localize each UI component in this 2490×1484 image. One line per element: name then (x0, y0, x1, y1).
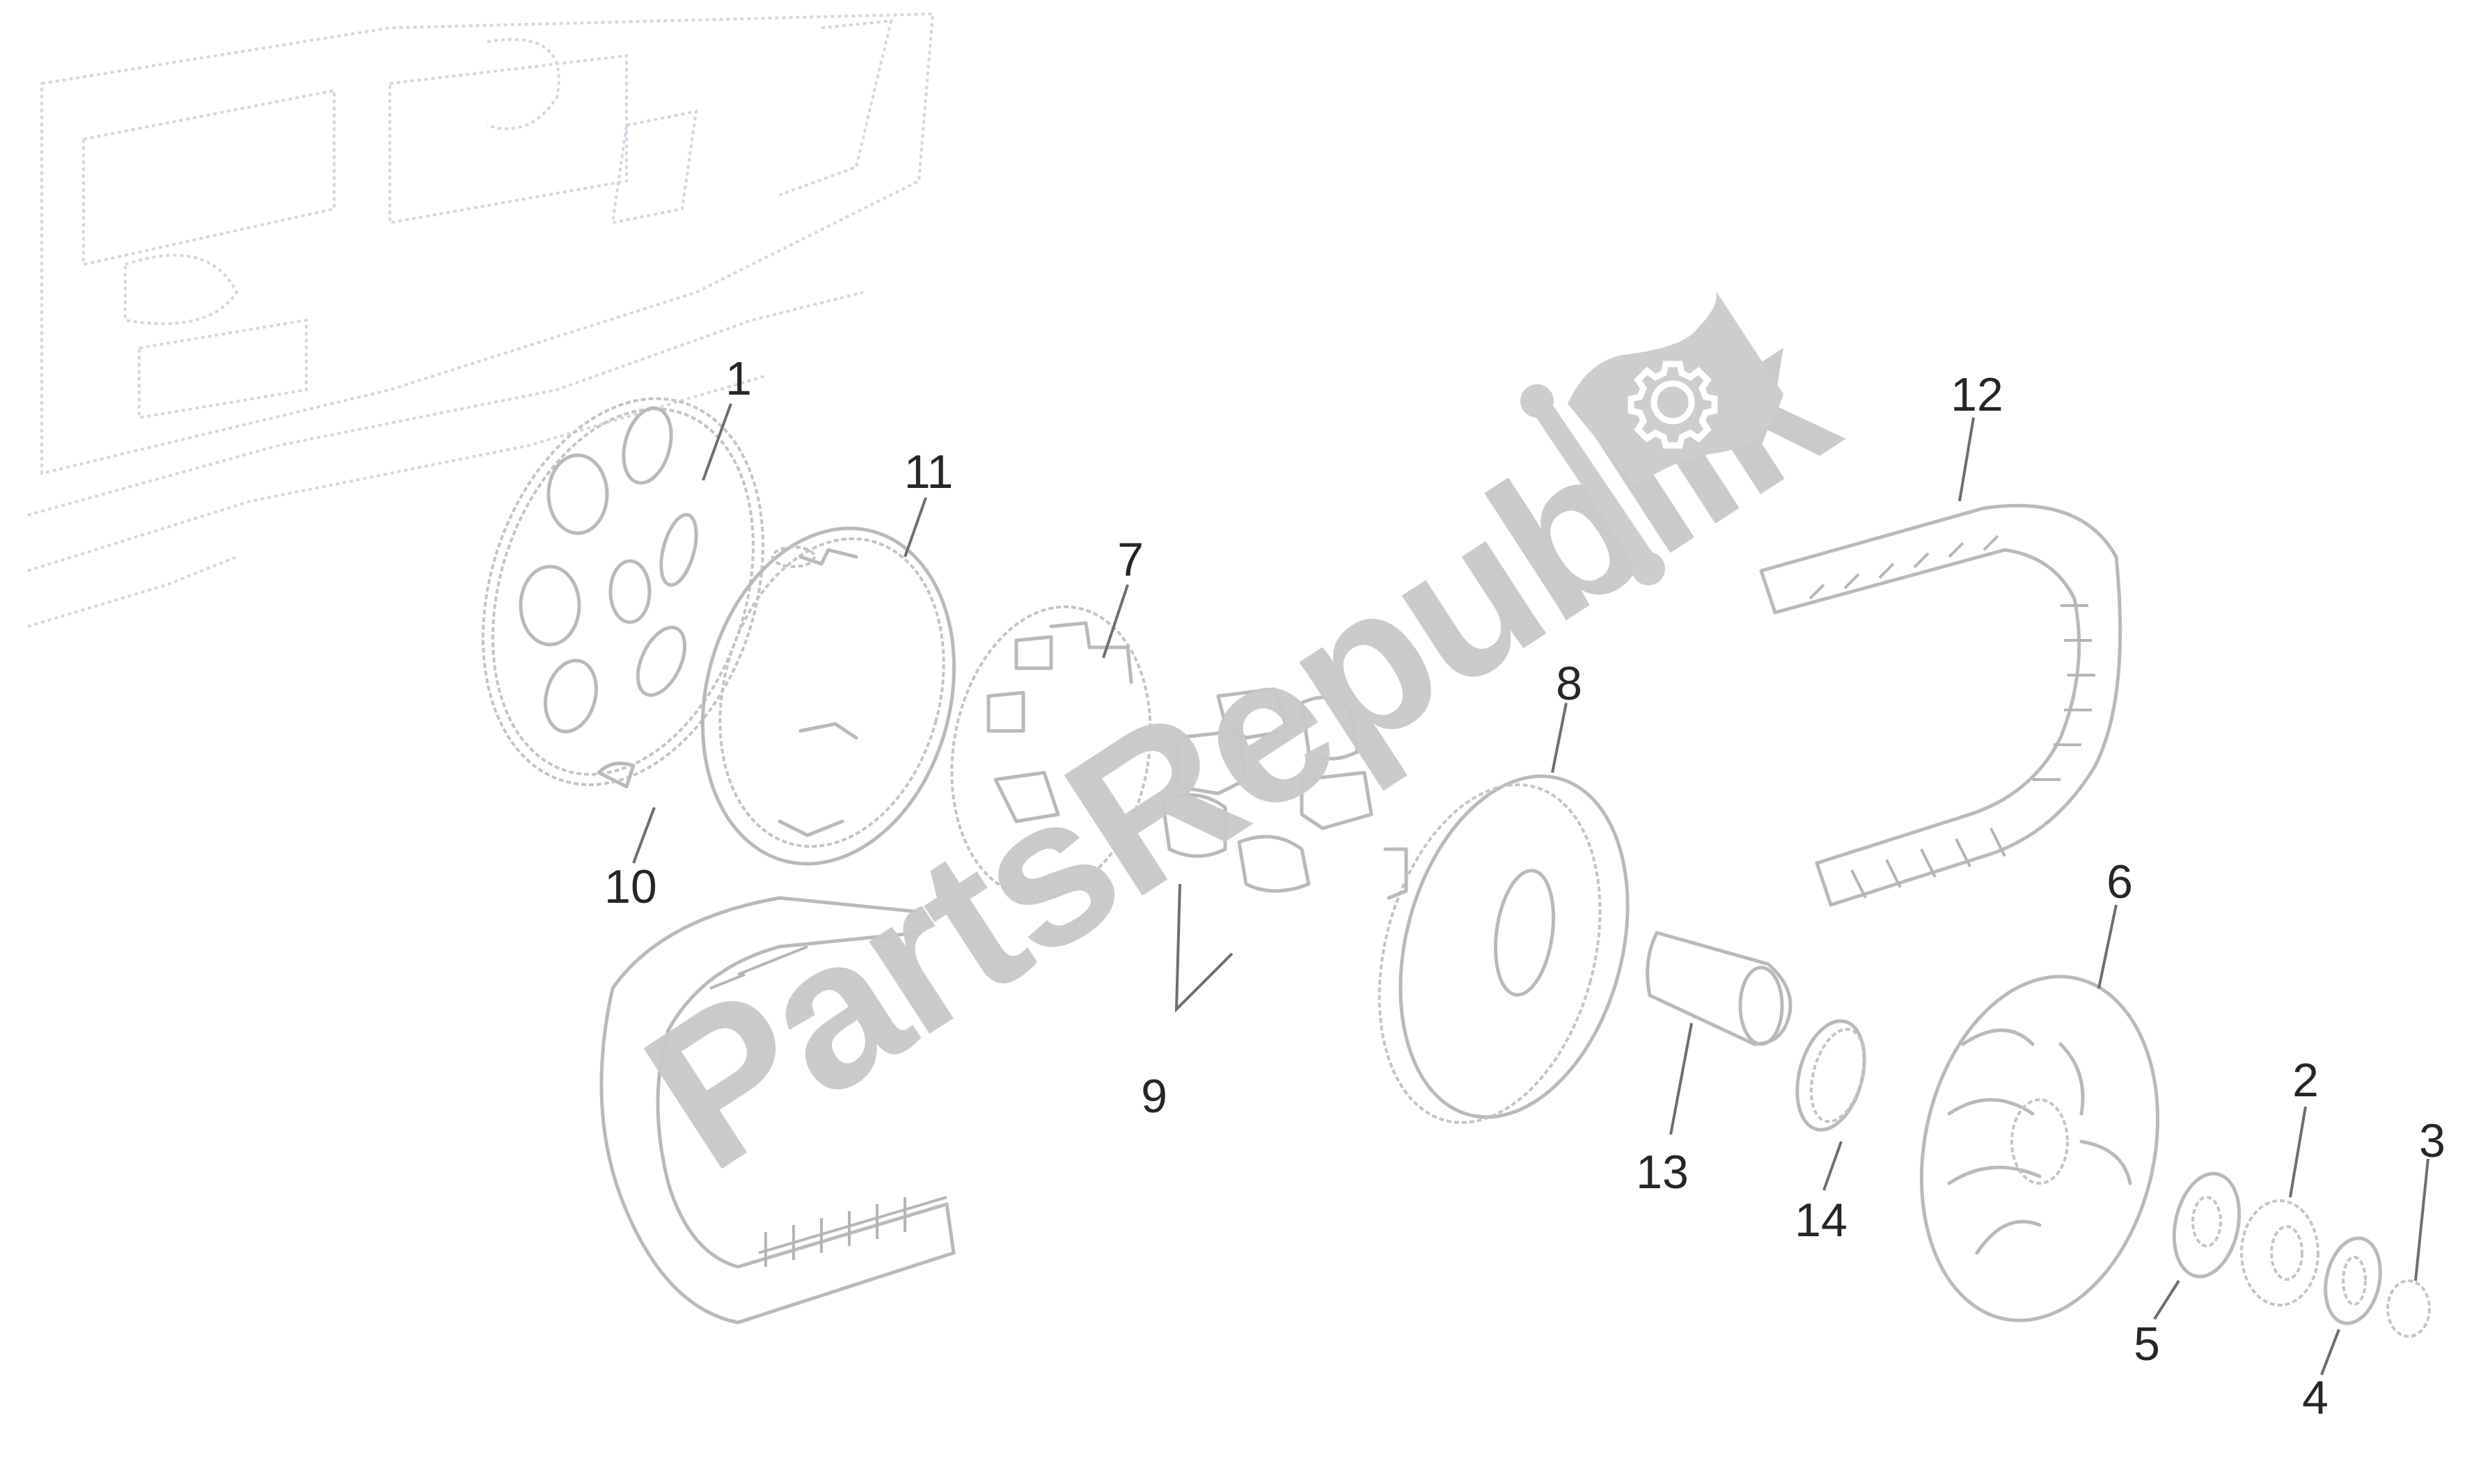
flag-gear-icon (1520, 291, 1783, 585)
callout-10: 10 (604, 860, 657, 913)
callout-4: 4 (2302, 1371, 2329, 1424)
callout-13: 13 (1636, 1146, 1689, 1199)
part-slider (597, 761, 636, 789)
callout-5: 5 (2134, 1318, 2160, 1371)
callout-2: 2 (2292, 1054, 2319, 1107)
callout-14: 14 (1795, 1194, 1847, 1247)
part-bushing (1646, 931, 1792, 1046)
part-nut-2 (2240, 1199, 2319, 1307)
part-washer-4 (2324, 1236, 2382, 1325)
engine-case-background (27, 12, 935, 628)
callout-9: 9 (1141, 1070, 1167, 1123)
part-gear-plate (481, 397, 765, 787)
callout-7: 7 (1117, 533, 1144, 586)
part-rollers (1160, 687, 1373, 893)
part-movable-pulley (1378, 774, 1630, 1124)
callout-6: 6 (2106, 855, 2133, 908)
callout-3: 3 (2419, 1114, 2445, 1167)
part-cover-plate (700, 526, 956, 866)
part-fan-pulley (1919, 974, 2160, 1323)
part-washer-5 (2172, 1171, 2241, 1279)
part-drive-belt (1759, 503, 2122, 907)
part-small-nut-3 (2386, 1279, 2431, 1338)
part-belt-lower (599, 896, 956, 1325)
part-ramp-plate (950, 605, 1152, 899)
callouts: 1 2 3 4 5 6 7 8 9 10 11 12 13 14 (604, 352, 2445, 1424)
callout-1: 1 (725, 352, 752, 405)
callout-12: 12 (1951, 368, 2003, 421)
callout-8: 8 (1556, 657, 1582, 710)
part-spacer-ring (1795, 1019, 1866, 1132)
callout-11: 11 (904, 445, 954, 498)
leader-lines (632, 403, 2429, 1375)
